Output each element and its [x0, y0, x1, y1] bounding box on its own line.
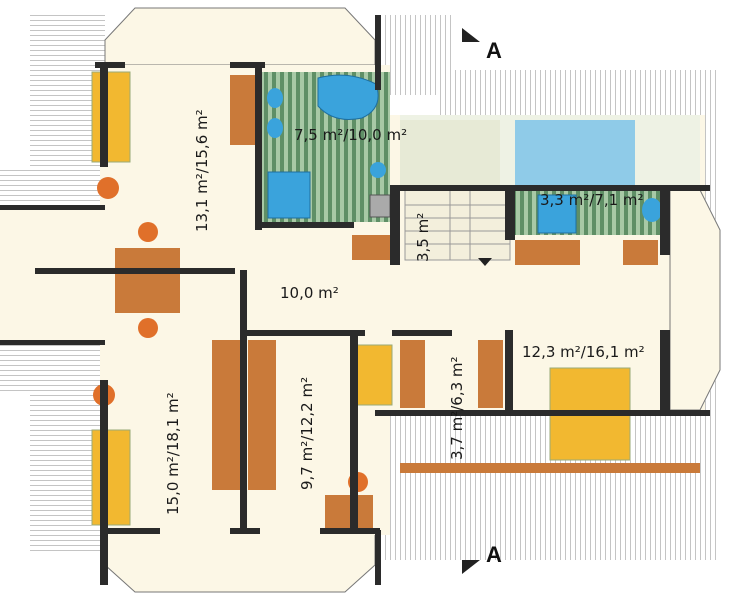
washing-machine-icon	[369, 194, 391, 218]
section-mark-top: A	[462, 28, 502, 63]
room-area-label: 7,5 m²/10,0 m²	[294, 126, 407, 144]
wardrobe-icon	[400, 340, 425, 408]
chair-icon	[138, 222, 158, 242]
chair-icon	[138, 318, 158, 338]
room-area-label: 3,3 m²/7,1 m²	[540, 191, 644, 209]
room-area-label: 3,5 m²	[414, 213, 432, 262]
wardrobe-icon	[248, 340, 276, 490]
stairs	[404, 189, 511, 266]
bathtub-icon	[317, 74, 379, 120]
desk-icon	[115, 248, 180, 313]
shelf-icon	[400, 463, 700, 473]
sink-icon	[642, 198, 662, 222]
section-label: A	[486, 38, 502, 63]
bed-icon	[91, 429, 131, 526]
wardrobe-icon	[230, 75, 258, 145]
chair-icon	[97, 177, 119, 199]
wardrobe-icon	[623, 240, 658, 265]
room-area-label: 3,7 m²/6,3 m²	[448, 356, 466, 460]
room-area-label: 10,0 m²	[280, 284, 339, 302]
section-mark-bottom: A	[462, 542, 502, 574]
toilet-icon	[370, 162, 386, 178]
room-area-label: 13,1 m²/15,6 m²	[193, 109, 211, 232]
desk-icon	[325, 495, 373, 530]
section-label: A	[486, 542, 502, 567]
shower-icon	[267, 171, 311, 219]
room-area-label: 9,7 m²/12,2 m²	[298, 377, 316, 490]
wardrobe-icon	[212, 340, 240, 490]
shower-small-icon	[537, 194, 577, 234]
furniture	[91, 71, 700, 530]
bed-icon	[351, 344, 393, 406]
sink-icon	[267, 88, 283, 108]
room-area-label: 15,0 m²/18,1 m²	[164, 392, 182, 515]
wardrobe-icon	[352, 235, 392, 260]
room-area-label: 12,3 m²/16,1 m²	[522, 343, 645, 361]
sink-icon	[267, 118, 283, 138]
wardrobe-icon	[515, 240, 580, 265]
bed-icon	[91, 71, 131, 163]
wardrobe-icon	[478, 340, 503, 408]
walls	[0, 15, 710, 585]
